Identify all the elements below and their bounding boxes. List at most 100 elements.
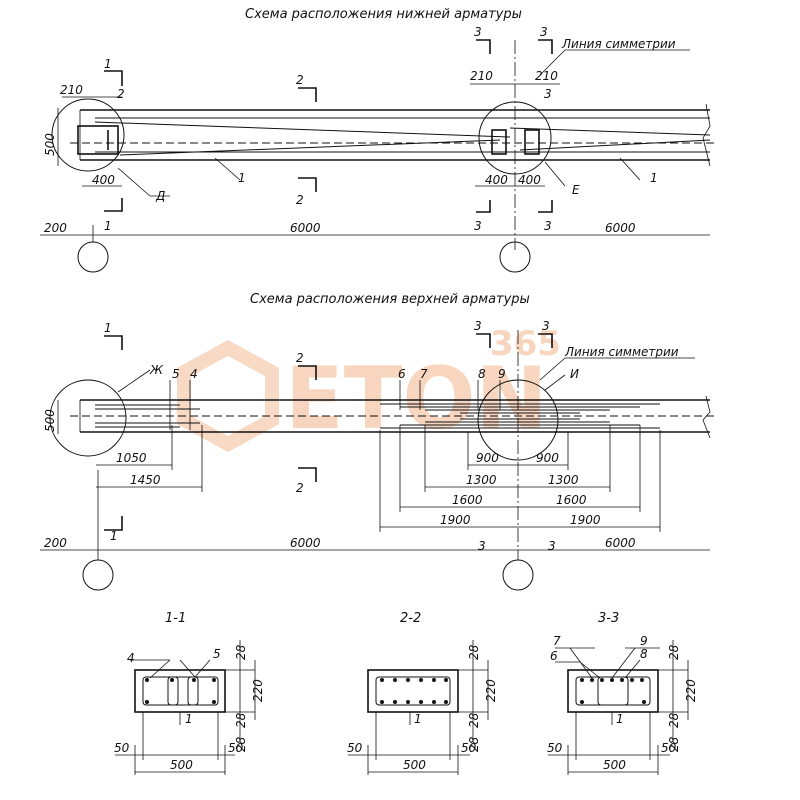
watermark: 365 ETON: [177, 324, 561, 452]
dim-text: 28: [667, 712, 681, 728]
mark-label: 8: [640, 647, 648, 661]
mark-label: 2: [296, 351, 304, 365]
dim-text: 210: [60, 83, 83, 97]
dim-text: 400: [485, 173, 508, 187]
dim-text: 6000: [290, 221, 321, 235]
mark-label: 7: [553, 634, 561, 648]
dim-text: 50: [228, 741, 244, 755]
callout-i-label: И: [570, 367, 579, 381]
dim-text: 900: [536, 451, 559, 465]
mark-label: 3: [544, 219, 552, 233]
dim-text: 200: [44, 221, 67, 235]
section-title: 2-2: [400, 611, 421, 626]
dim-text: 500: [170, 758, 193, 772]
mark-label: 1: [104, 219, 112, 233]
mark-label: 1: [185, 712, 193, 726]
mark-label: 3: [548, 539, 556, 553]
mark-label: 3: [478, 539, 486, 553]
callout-d-label: Д: [155, 189, 165, 203]
dim-text: 500: [43, 409, 57, 432]
section-title: 1-1: [165, 611, 186, 626]
dim-text: 1300: [548, 473, 579, 487]
mark-label: 3: [474, 319, 482, 333]
title-bottom-scheme: Схема расположения нижней арматуры: [245, 7, 522, 22]
mark-label: 1: [616, 712, 624, 726]
dim-text: 28: [234, 736, 248, 752]
mark-label: 3: [542, 319, 550, 333]
section-title: 3-3: [598, 611, 619, 626]
callout-e-label: Е: [572, 183, 580, 197]
title-top-scheme: Схема расположения верхней арматуры: [250, 292, 530, 307]
dim-text: 900: [476, 451, 499, 465]
dim-text: 6000: [605, 221, 636, 235]
dim-text: 50: [114, 741, 130, 755]
dim-text: 50: [661, 741, 677, 755]
mark-label: 1: [238, 171, 246, 185]
dim-text: 220: [251, 679, 265, 702]
dim-text: 400: [92, 173, 115, 187]
mark-label: 1: [104, 321, 112, 335]
dim-text: 50: [347, 741, 363, 755]
dim-text: 220: [684, 679, 698, 702]
watermark-top: 365: [490, 324, 561, 364]
mark-label: 8: [478, 367, 486, 381]
mark-label: 9: [640, 634, 648, 648]
callout-circle-zh: [49, 379, 127, 457]
bottom-scheme: 210 500 400 200 6000 210 210 400 400 600…: [40, 25, 715, 273]
mark-label: 3: [474, 219, 482, 233]
mark-label: 9: [498, 367, 506, 381]
mark-label: 7: [420, 367, 428, 381]
mark-label: 4: [190, 367, 198, 381]
mark-label: 1: [104, 57, 112, 71]
mark-label: 2: [296, 481, 304, 495]
mark-label: 5: [172, 367, 180, 381]
dim-text: 1050: [116, 451, 147, 465]
mark-label: 5: [213, 647, 221, 661]
dim-text: 1900: [440, 513, 471, 527]
dim-text: 50: [461, 741, 477, 755]
callout-zh-label: Ж: [149, 363, 164, 377]
mark-label: 3: [474, 25, 482, 39]
dim-text: 28: [234, 712, 248, 728]
section-2-2: 2-2 1 28 220 28 50 50 28 500: [347, 611, 498, 775]
mark-label: 1: [650, 171, 658, 185]
mark-label: 2: [296, 193, 304, 207]
section-3-3: 3-3 7 6 9 8 1 28 220 28 50 50: [547, 611, 698, 775]
dim-text: 28: [667, 644, 681, 660]
section-1-1: 1-1 4 5 1 28 220 28 50 50 28 500: [114, 611, 265, 775]
mark-label: 6: [550, 649, 558, 663]
mark-label: 1: [110, 529, 118, 543]
dim-text: 1600: [452, 493, 483, 507]
mark-label: 4: [127, 651, 135, 665]
dim-text: 50: [547, 741, 563, 755]
dim-text: 210: [470, 69, 493, 83]
symmetry-line-label: Линия симметрии: [564, 345, 679, 359]
dim-text: 500: [603, 758, 626, 772]
dim-text: 28: [467, 712, 481, 728]
callout-circle-d: [51, 98, 125, 172]
mark-label: 2: [296, 73, 304, 87]
mark-label: 3: [540, 25, 548, 39]
dim-text: 6000: [290, 536, 321, 550]
symmetry-line-label: Линия симметрии: [561, 37, 676, 51]
mark-label: 1: [414, 712, 422, 726]
dim-text: 1600: [556, 493, 587, 507]
dim-text: 500: [43, 133, 57, 156]
dim-text: 500: [403, 758, 426, 772]
dim-text: 28: [234, 644, 248, 660]
dim-text: 1300: [466, 473, 497, 487]
dim-text: 28: [467, 736, 481, 752]
dim-text: 1450: [130, 473, 161, 487]
dim-text: 400: [518, 173, 541, 187]
dim-text: 28: [467, 644, 481, 660]
watermark-main: ETON: [285, 349, 548, 449]
dim-text: 210: [535, 69, 558, 83]
mark-label: 6: [398, 367, 406, 381]
dim-text: 1900: [570, 513, 601, 527]
dim-text: 220: [484, 679, 498, 702]
mark-label: 2: [117, 87, 125, 101]
dim-text: 28: [667, 736, 681, 752]
dim-text: 200: [44, 536, 67, 550]
top-scheme: 500 1050 1450 200 6000 900 900 1300 1300…: [40, 319, 715, 591]
